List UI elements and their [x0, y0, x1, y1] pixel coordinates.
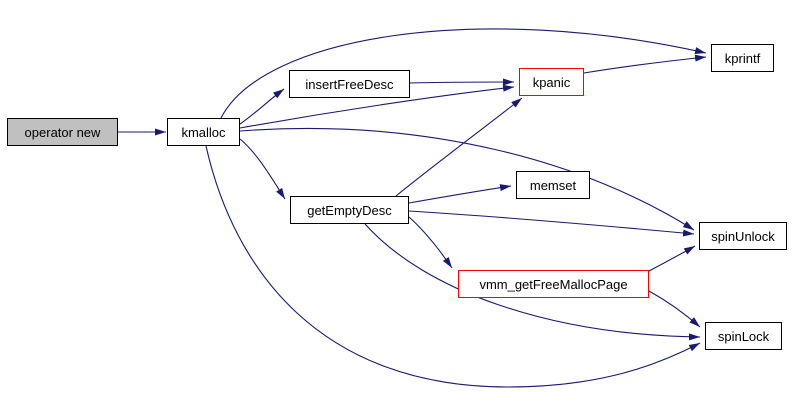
edge-kmalloc-to-getEmptyDesc — [239, 138, 286, 200]
node-memset[interactable]: memset — [516, 171, 590, 199]
edge-getEmptyDesc-to-vmm_getFreeMallocPage — [408, 216, 453, 269]
edge-kmalloc-to-kprintf — [220, 28, 707, 119]
node-spinLock[interactable]: spinLock — [705, 322, 782, 350]
node-kprintf[interactable]: kprintf — [711, 44, 774, 72]
node-spinUnlock[interactable]: spinUnlock — [699, 222, 787, 250]
node-insertFreeDesc[interactable]: insertFreeDesc — [289, 70, 410, 98]
edge-kmalloc-to-kpanic — [239, 84, 515, 129]
edge-getEmptyDesc-to-spinLock — [364, 223, 701, 341]
edge-kmalloc-to-spinLock — [205, 145, 701, 388]
edge-kmalloc-to-insertFreeDesc — [239, 88, 285, 125]
edge-getEmptyDesc-to-spinUnlock — [408, 210, 695, 237]
node-vmm_getFreeMallocPage[interactable]: vmm_getFreeMallocPage — [458, 270, 649, 298]
node-kpanic[interactable]: kpanic — [519, 68, 584, 96]
edge-kmalloc-to-spinUnlock — [239, 127, 695, 231]
edge-kpanic-to-kprintf — [583, 54, 707, 74]
edge-getEmptyDesc-to-kpanic — [395, 97, 523, 197]
node-operator_new: operator new — [7, 118, 118, 146]
edge-vmm_getFreeMallocPage-to-spinUnlock — [648, 245, 696, 272]
edge-insertFreeDesc-to-kpanic — [409, 78, 515, 86]
node-getEmptyDesc[interactable]: getEmptyDesc — [290, 196, 409, 224]
node-kmalloc[interactable]: kmalloc — [167, 118, 240, 146]
edge-getEmptyDesc-to-memset — [408, 184, 512, 204]
edge-vmm_getFreeMallocPage-to-spinLock — [648, 290, 701, 328]
